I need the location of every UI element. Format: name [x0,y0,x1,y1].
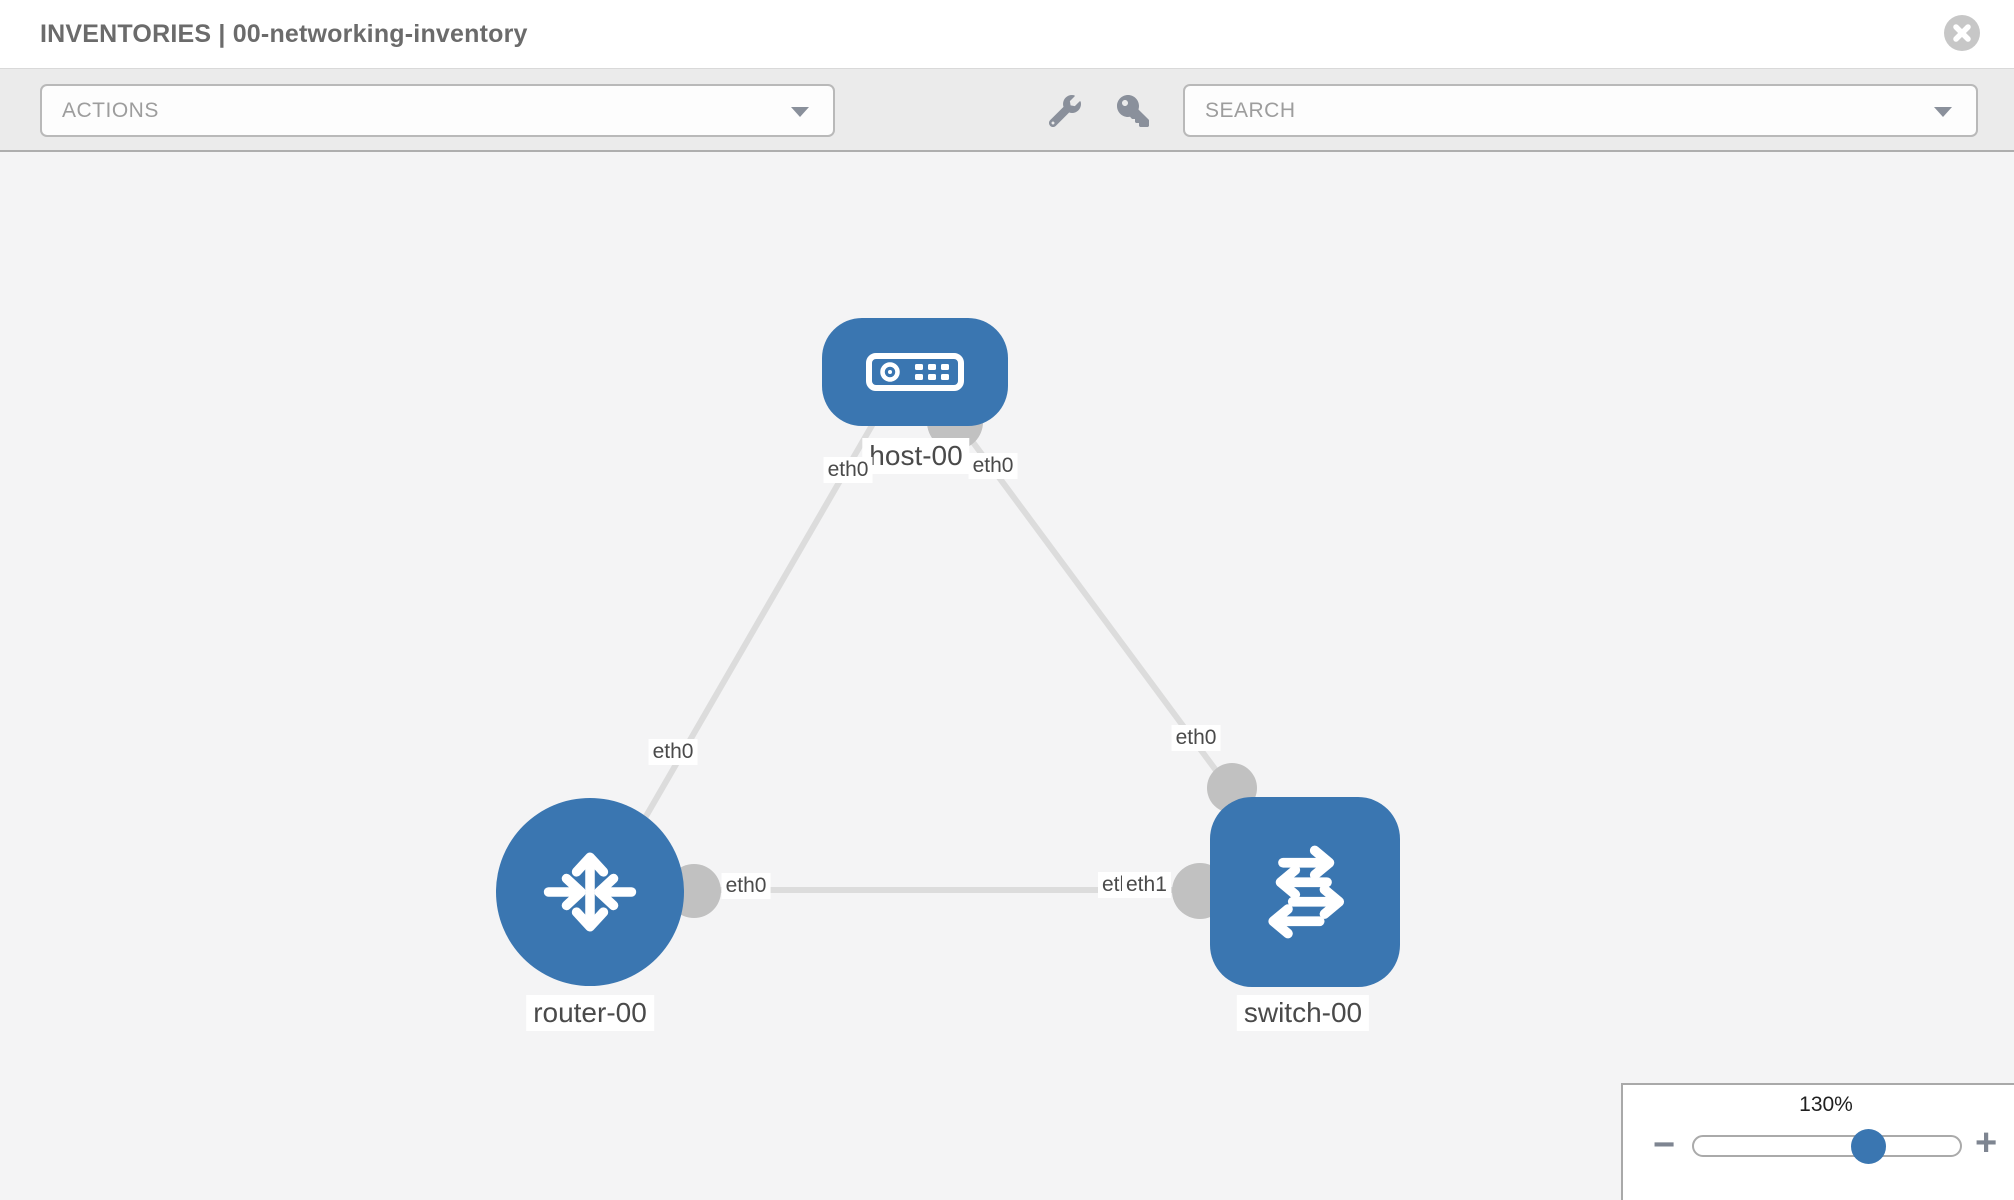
interface-label: eth0 [648,739,698,765]
close-icon [1953,24,1971,42]
zoom-out-icon[interactable]: − [1653,1124,1676,1166]
search-dropdown-label: SEARCH [1205,98,1296,122]
node-router-00[interactable] [496,798,684,986]
key-icon[interactable] [1117,95,1149,127]
zoom-panel: 130% − + [1621,1083,2014,1200]
search-dropdown[interactable]: SEARCH [1183,84,1978,137]
interface-label: eth0 [823,457,873,483]
chevron-down-icon [791,106,809,117]
node-switch-00[interactable] [1210,797,1400,987]
router-icon [543,852,637,932]
interface-label: eth0 [1171,725,1221,751]
node-host-00[interactable] [822,318,1008,426]
node-label-router-00: router-00 [526,995,654,1031]
close-button[interactable] [1944,15,1980,51]
interface-label: eth0 [721,873,771,899]
zoom-in-icon[interactable]: + [1975,1122,1998,1164]
toolbar: ACTIONS SEARCH [0,69,2014,152]
actions-dropdown-label: ACTIONS [62,98,159,122]
zoom-slider[interactable] [1692,1129,1962,1164]
interface-label: eth1 [1122,872,1171,898]
page-title: INVENTORIES | 00-networking-inventory [40,20,528,48]
node-label-host-00: host-00 [862,438,970,474]
wrench-icon[interactable] [1048,95,1081,128]
node-label-switch-00: switch-00 [1236,995,1370,1031]
interface-label: eth0 [968,453,1018,479]
links-layer [642,394,1257,919]
topology-canvas[interactable]: host-00 router-00 switch-00 eth0 eth0 et… [0,152,2014,1200]
zoom-level: 130% [1799,1093,1853,1116]
header: INVENTORIES | 00-networking-inventory [0,0,2014,69]
switch-icon [1268,845,1345,939]
actions-dropdown[interactable]: ACTIONS [40,84,835,137]
zoom-slider-thumb[interactable] [1851,1129,1886,1164]
chevron-down-icon [1934,106,1952,117]
host-icon [866,353,964,391]
